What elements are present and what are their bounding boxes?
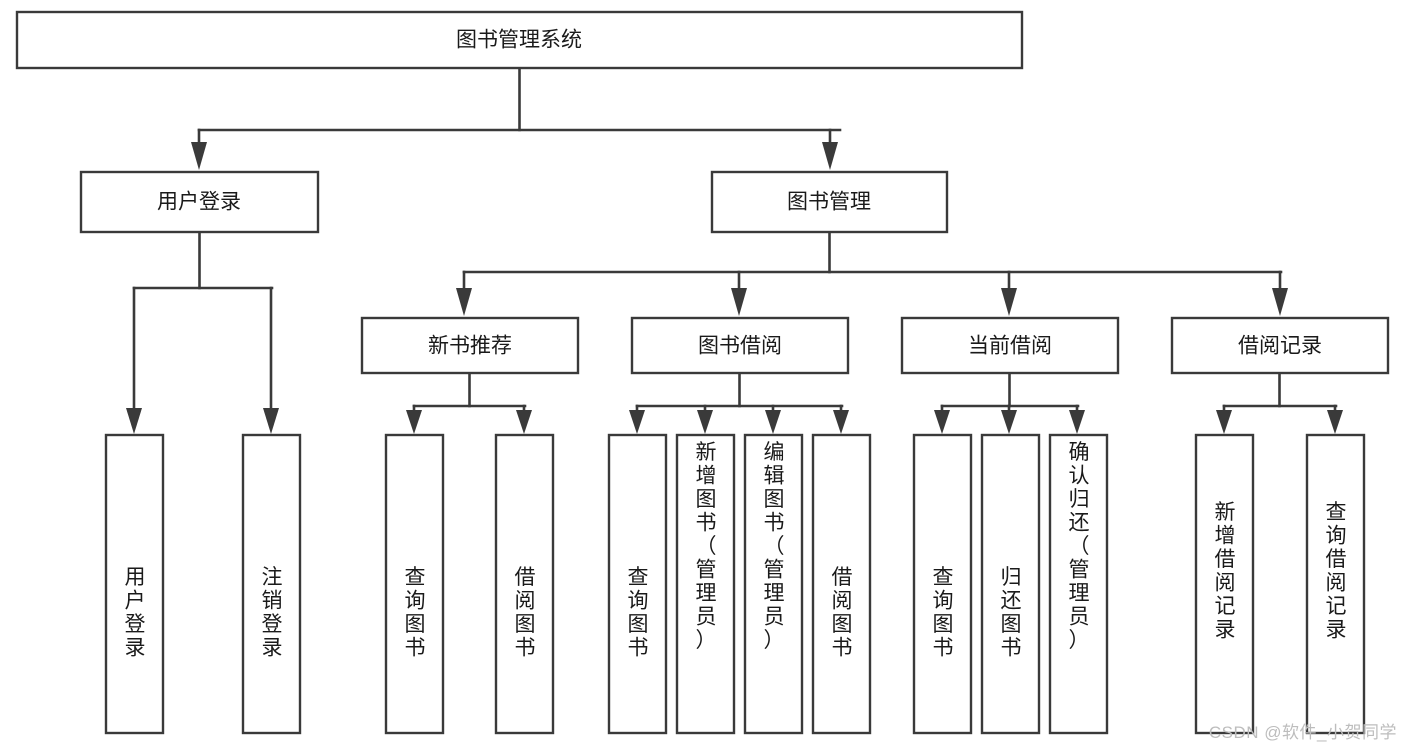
arrow-head-book-borrow <box>731 288 747 316</box>
leaf-add-book[interactable]: 新增图书（管理员） <box>675 433 736 735</box>
leaf-query-book-3[interactable]: 查询图书 <box>912 433 973 735</box>
leaf-add-record-label: 新增借阅记录 <box>1215 501 1236 642</box>
arrow-head-leaf-confirm-return <box>1069 410 1085 434</box>
leaf-add-record[interactable]: 新增借阅记录 <box>1194 433 1255 735</box>
leaf-user-login-box[interactable] <box>104 433 165 735</box>
node-book-borrow-label: 图书借阅 <box>698 335 782 358</box>
leaf-edit-book-label: 编辑图书（管理员） <box>764 441 785 652</box>
node-book-management[interactable]: 图书管理 <box>710 170 949 234</box>
node-borrow-record-box[interactable] <box>1170 316 1390 375</box>
leaf-query-book-3-box[interactable] <box>912 433 973 735</box>
node-new-book-recommend[interactable]: 新书推荐 <box>360 316 580 375</box>
arrow-head-new-book-recommend <box>456 288 472 316</box>
node-current-borrow-label: 当前借阅 <box>968 335 1052 358</box>
arrow-head-borrow-record <box>1272 288 1288 316</box>
arrow-head-current-borrow <box>1001 288 1017 316</box>
node-user-login[interactable]: 用户登录 <box>79 170 320 234</box>
leaf-user-logout[interactable]: 注销登录 <box>241 433 302 735</box>
arrow-head-leaf-edit-book <box>765 410 781 434</box>
arrow-head-leaf-borrow-book-1 <box>516 410 532 434</box>
node-root[interactable]: 图书管理系统 <box>15 10 1024 70</box>
leaf-query-book-1[interactable]: 查询图书 <box>384 433 445 735</box>
leaf-query-record[interactable]: 查询借阅记录 <box>1305 433 1366 735</box>
leaf-return-book-label: 归还图书 <box>1001 566 1022 660</box>
arrow-head-leaf-query-record <box>1327 410 1343 434</box>
node-borrow-record[interactable]: 借阅记录 <box>1170 316 1390 375</box>
arrow-head-leaf-query-book-2 <box>629 410 645 434</box>
arrow-head-leaf-add-record <box>1216 410 1232 434</box>
leaf-query-book-2-box[interactable] <box>607 433 668 735</box>
leaf-return-book[interactable]: 归还图书 <box>980 433 1041 735</box>
leaf-query-book-3-label: 查询图书 <box>933 566 954 660</box>
node-root-label: 图书管理系统 <box>456 29 582 52</box>
leaf-add-record-box[interactable] <box>1194 433 1255 735</box>
node-current-borrow-box[interactable] <box>900 316 1120 375</box>
leaf-borrow-book-2-label: 借阅图书 <box>832 566 853 660</box>
arrow-head-user-login <box>191 142 207 170</box>
connector-layer <box>126 66 1343 434</box>
leaf-user-logout-label: 注销登录 <box>262 566 283 660</box>
arrow-head-leaf-borrow-book-2 <box>833 410 849 434</box>
node-new-book-recommend-box[interactable] <box>360 316 580 375</box>
leaf-confirm-return-box[interactable] <box>1048 433 1109 735</box>
leaf-user-login[interactable]: 用户登录 <box>104 433 165 735</box>
leaf-add-book-label: 新增图书（管理员） <box>696 441 717 652</box>
node-user-login-label: 用户登录 <box>157 191 241 214</box>
leaf-query-book-2[interactable]: 查询图书 <box>607 433 668 735</box>
arrow-head-leaf-add-book <box>697 410 713 434</box>
arrow-head-book-management <box>822 142 838 170</box>
leaf-edit-book[interactable]: 编辑图书（管理员） <box>743 433 804 735</box>
node-borrow-record-label: 借阅记录 <box>1238 335 1322 358</box>
leaf-borrow-book-2[interactable]: 借阅图书 <box>811 433 872 735</box>
leaf-borrow-book-1-label: 借阅图书 <box>515 566 536 660</box>
arrow-head-leaf-query-book-1 <box>406 410 422 434</box>
arrow-head-leaf-user-logout <box>263 408 279 434</box>
arrow-head-leaf-return-book <box>1001 410 1017 434</box>
node-new-book-recommend-label: 新书推荐 <box>428 335 512 358</box>
leaf-confirm-return[interactable]: 确认归还（管理员） <box>1048 433 1109 735</box>
node-current-borrow[interactable]: 当前借阅 <box>900 316 1120 375</box>
arrow-head-leaf-user-login <box>126 408 142 434</box>
node-user-login-box[interactable] <box>79 170 320 234</box>
leaf-query-book-2-label: 查询图书 <box>628 566 649 660</box>
arrow-head-leaf-query-book-3 <box>934 410 950 434</box>
leaf-borrow-book-1[interactable]: 借阅图书 <box>494 433 555 735</box>
node-book-borrow-box[interactable] <box>630 316 850 375</box>
node-root-box[interactable] <box>15 10 1024 70</box>
leaf-return-book-box[interactable] <box>980 433 1041 735</box>
leaf-borrow-book-1-box[interactable] <box>494 433 555 735</box>
leaf-query-record-label: 查询借阅记录 <box>1326 501 1347 642</box>
leaf-confirm-return-label: 确认归还（管理员） <box>1069 441 1090 652</box>
leaf-borrow-book-2-box[interactable] <box>811 433 872 735</box>
leaf-add-book-box[interactable] <box>675 433 736 735</box>
leaf-query-book-1-box[interactable] <box>384 433 445 735</box>
leaf-query-book-1-label: 查询图书 <box>405 566 426 660</box>
leaf-user-login-label: 用户登录 <box>125 566 146 660</box>
node-book-management-label: 图书管理 <box>787 191 871 214</box>
node-book-borrow[interactable]: 图书借阅 <box>630 316 850 375</box>
leaf-query-record-box[interactable] <box>1305 433 1366 735</box>
leaf-user-logout-box[interactable] <box>241 433 302 735</box>
leaf-edit-book-box[interactable] <box>743 433 804 735</box>
node-book-management-box[interactable] <box>710 170 949 234</box>
